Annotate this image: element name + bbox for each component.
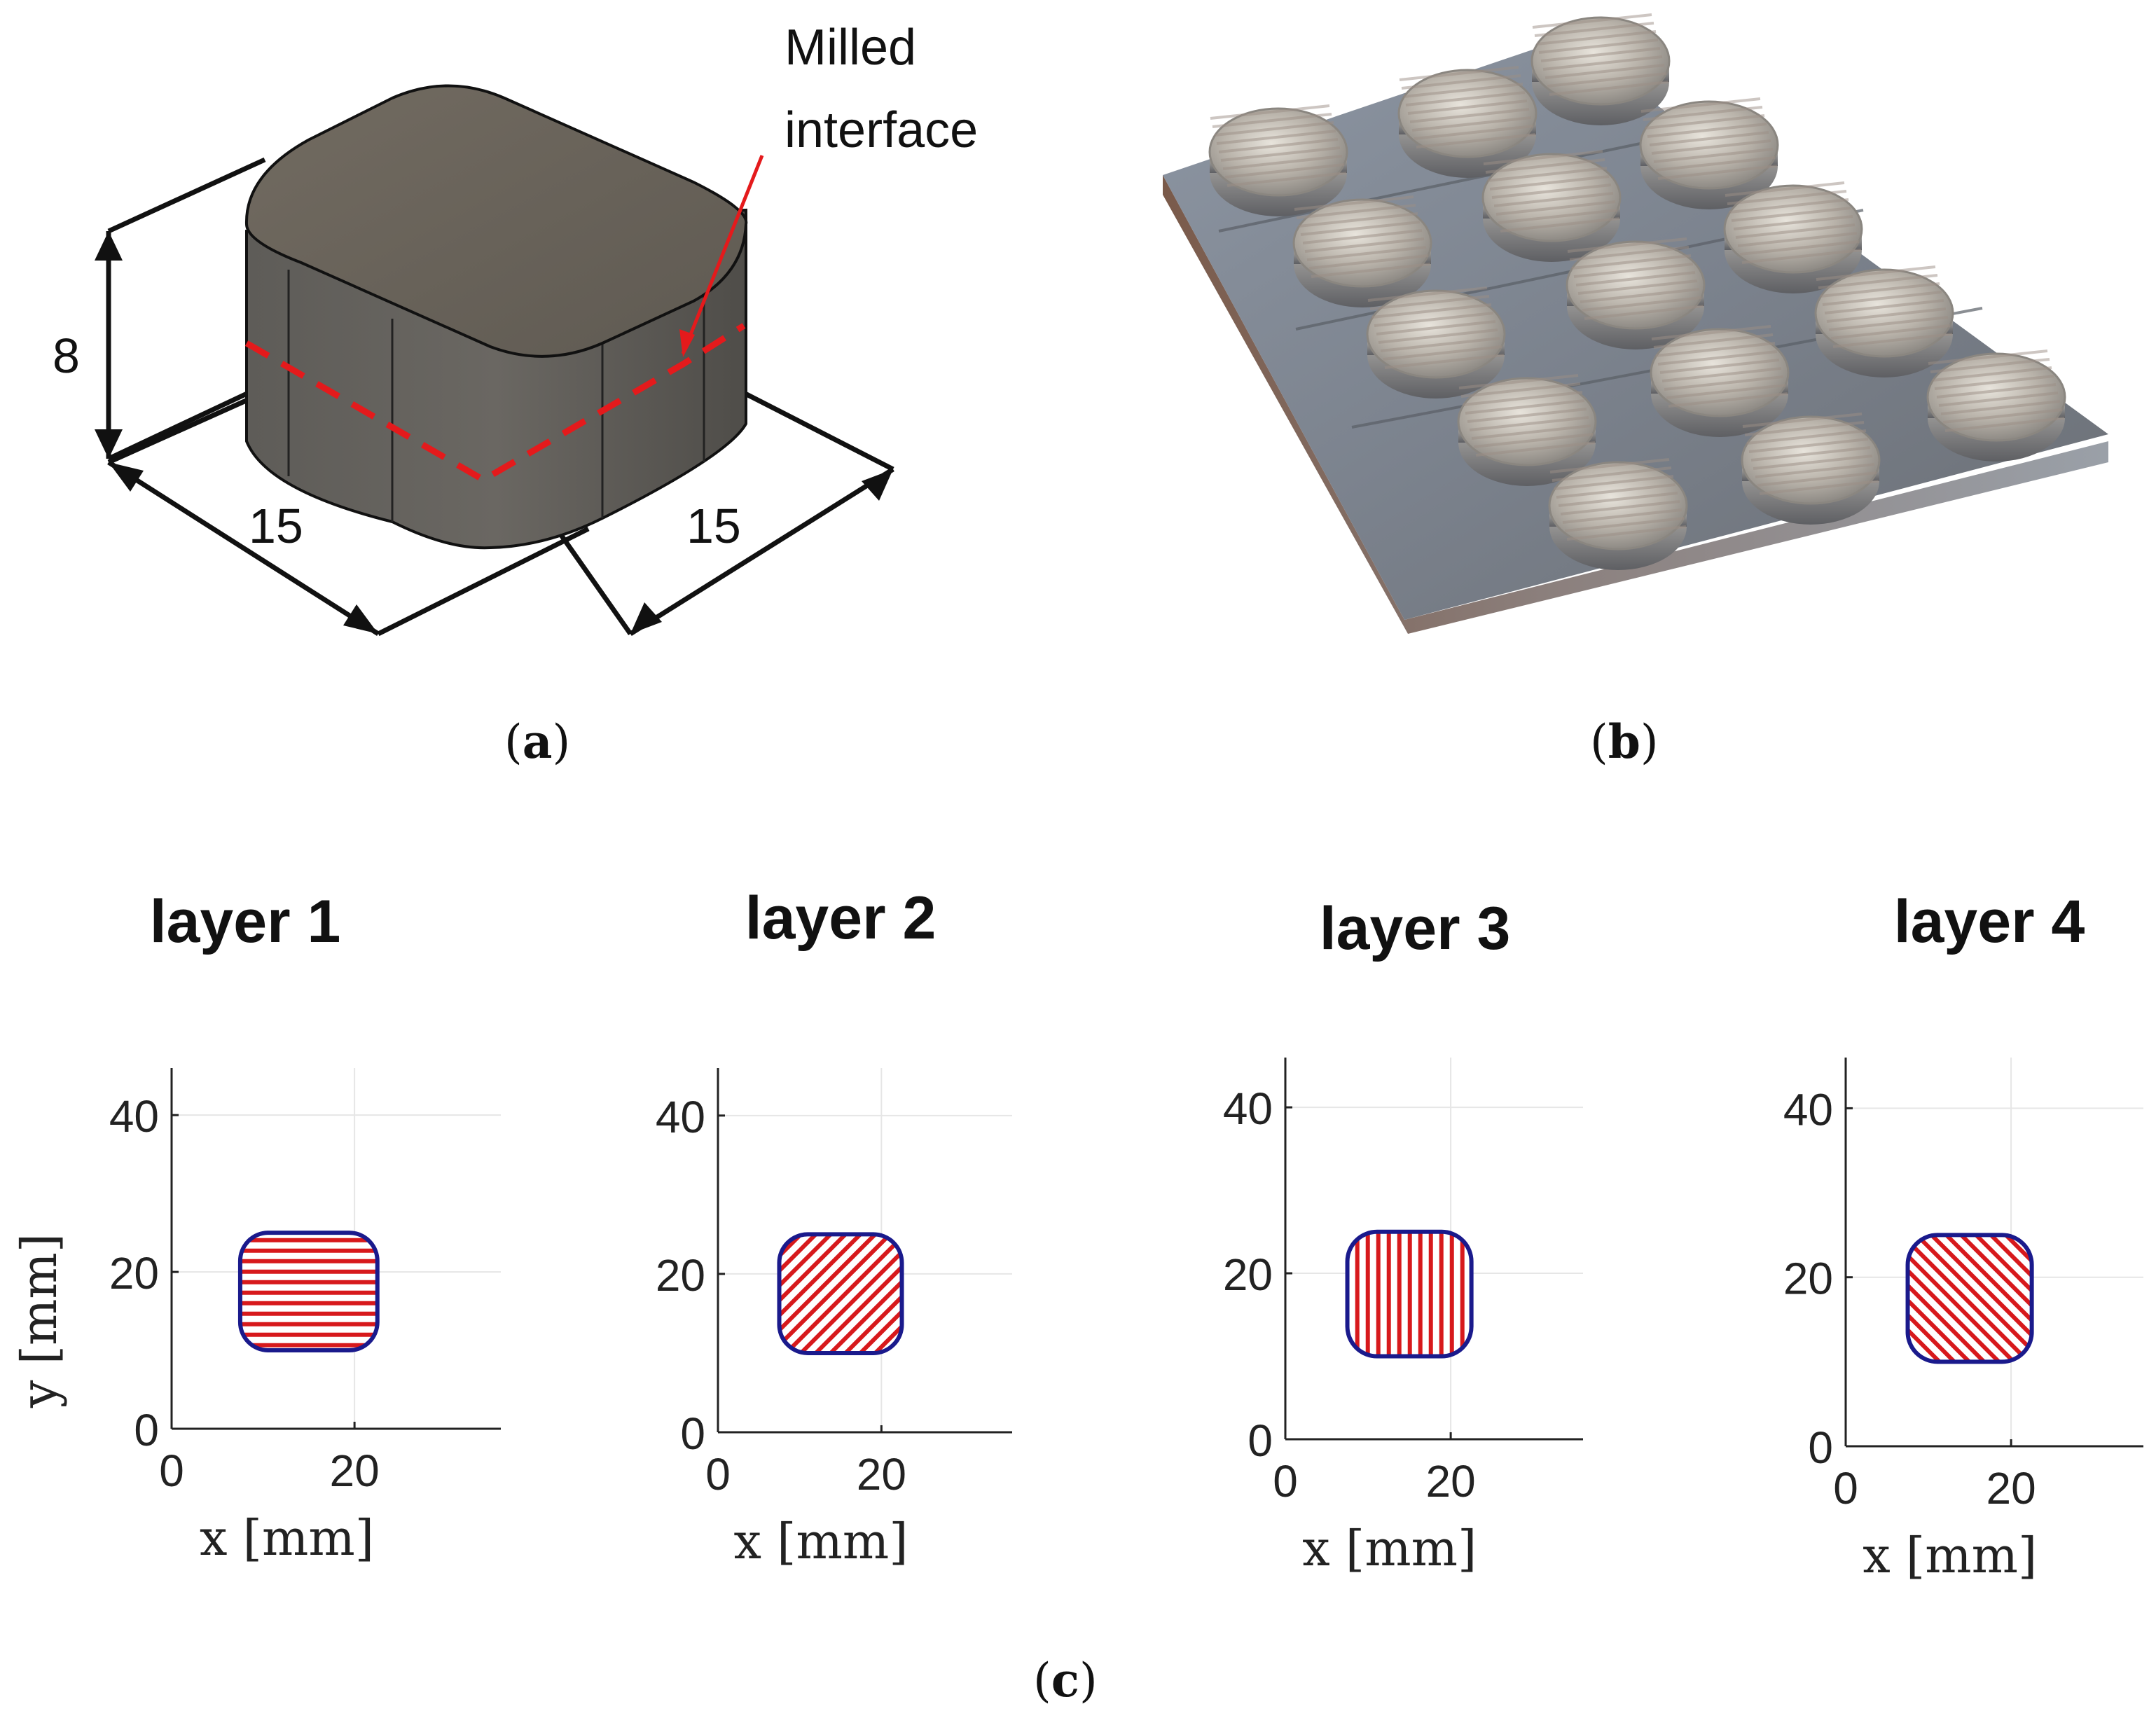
y-tick-label: 0 bbox=[1808, 1422, 1833, 1473]
y-tick-label: 40 bbox=[656, 1092, 705, 1142]
baseplate-edge bbox=[1163, 175, 2108, 634]
x-axis-label: x [mm] bbox=[1302, 1520, 1477, 1577]
hatch-lines bbox=[240, 1238, 378, 1348]
deposit-sample bbox=[1530, 13, 1671, 125]
deposit-sample bbox=[1292, 195, 1432, 307]
annotation-label-line1: Milled bbox=[785, 20, 916, 76]
layer-title: layer 2 bbox=[745, 885, 937, 952]
panel-c-plots: layer 1 0 20 40 0 20 x [mm] y [mm] layer 2 0 20 40 0… bbox=[11, 885, 2143, 1584]
deposit-sample bbox=[1814, 265, 1954, 377]
layer-plot: layer 2 0 20 40 0 20 x [mm] bbox=[656, 885, 1012, 1570]
deposit-sample bbox=[1926, 349, 2066, 462]
deposit-sample bbox=[1481, 150, 1622, 262]
layer-contour bbox=[777, 1232, 904, 1355]
x-tick-label: 0 bbox=[159, 1446, 184, 1496]
annotation-arrow bbox=[681, 155, 764, 354]
caption-b: (b) bbox=[1590, 714, 1659, 769]
deposit-sample bbox=[1397, 66, 1537, 178]
layer-title: layer 1 bbox=[150, 888, 341, 955]
x-axis-label: x [mm] bbox=[1863, 1527, 2037, 1584]
layer-contour bbox=[1905, 1233, 2034, 1364]
deposit-sample bbox=[1548, 458, 1688, 570]
y-tick-label: 40 bbox=[1783, 1084, 1833, 1135]
hatch-lines bbox=[1347, 1231, 1472, 1357]
y-tick-label: 20 bbox=[1223, 1249, 1273, 1300]
y-axis-label: y [mm] bbox=[11, 1233, 68, 1408]
layer-outline-fill bbox=[779, 1234, 902, 1353]
y-tick-label: 0 bbox=[680, 1408, 705, 1459]
x-tick-label: 0 bbox=[705, 1449, 731, 1499]
dim-label-height: 8 bbox=[53, 328, 80, 383]
layer-plot: layer 1 0 20 40 0 20 x [mm] y [mm] bbox=[11, 888, 501, 1567]
deposit-sample bbox=[1723, 181, 1863, 293]
y-tick-label: 40 bbox=[109, 1091, 159, 1142]
y-tick-label: 0 bbox=[1248, 1415, 1273, 1466]
y-tick-label: 20 bbox=[1783, 1254, 1833, 1304]
deposit-sample bbox=[1566, 237, 1706, 349]
deposit-sample bbox=[1650, 325, 1790, 437]
layer-outline-fill bbox=[1907, 1235, 2032, 1362]
layer-contour bbox=[1345, 1229, 1474, 1359]
x-tick-label: 20 bbox=[1986, 1463, 2036, 1513]
annotation-arrowhead bbox=[679, 329, 695, 357]
layer-plot: layer 3 0 20 40 0 20 x [mm] bbox=[1223, 895, 1583, 1577]
x-axis-label: x [mm] bbox=[733, 1513, 908, 1570]
x-tick-label: 20 bbox=[1426, 1456, 1476, 1506]
deposit-sample bbox=[1208, 104, 1348, 216]
x-tick-label: 0 bbox=[1273, 1456, 1298, 1506]
layer-title: layer 3 bbox=[1320, 895, 1511, 962]
dimension-arrowheads bbox=[95, 231, 893, 634]
caption-a: (a) bbox=[504, 714, 571, 769]
x-axis-label: x [mm] bbox=[200, 1509, 374, 1567]
layer-title: layer 4 bbox=[1894, 888, 2085, 955]
caption-c: (c) bbox=[1033, 1653, 1098, 1707]
deposit-sample bbox=[1457, 374, 1597, 486]
dim-label-length: 15 bbox=[249, 499, 303, 553]
x-tick-label: 20 bbox=[330, 1446, 380, 1496]
layer-plot: layer 4 0 20 40 0 20 x [mm] bbox=[1783, 888, 2143, 1584]
y-tick-label: 20 bbox=[109, 1248, 159, 1298]
milled-interface-line bbox=[244, 323, 746, 484]
layer-contour bbox=[237, 1231, 380, 1353]
y-tick-label: 20 bbox=[656, 1250, 705, 1301]
deposited-samples bbox=[1208, 13, 2066, 570]
deposit-sample bbox=[1741, 413, 1881, 525]
panel-a-block: Milled interface 8 15 15 bbox=[53, 20, 978, 637]
y-tick-label: 0 bbox=[134, 1405, 159, 1455]
annotation-label-line2: interface bbox=[785, 102, 978, 158]
panel-b-photo bbox=[1163, 13, 2108, 634]
x-tick-label: 20 bbox=[857, 1449, 906, 1499]
y-tick-label: 40 bbox=[1223, 1083, 1273, 1134]
x-tick-label: 0 bbox=[1833, 1463, 1858, 1513]
deposit-sample bbox=[1639, 97, 1779, 209]
block-top-face bbox=[244, 84, 748, 358]
deposit-sample bbox=[1366, 286, 1506, 399]
dim-label-width: 15 bbox=[686, 499, 741, 553]
